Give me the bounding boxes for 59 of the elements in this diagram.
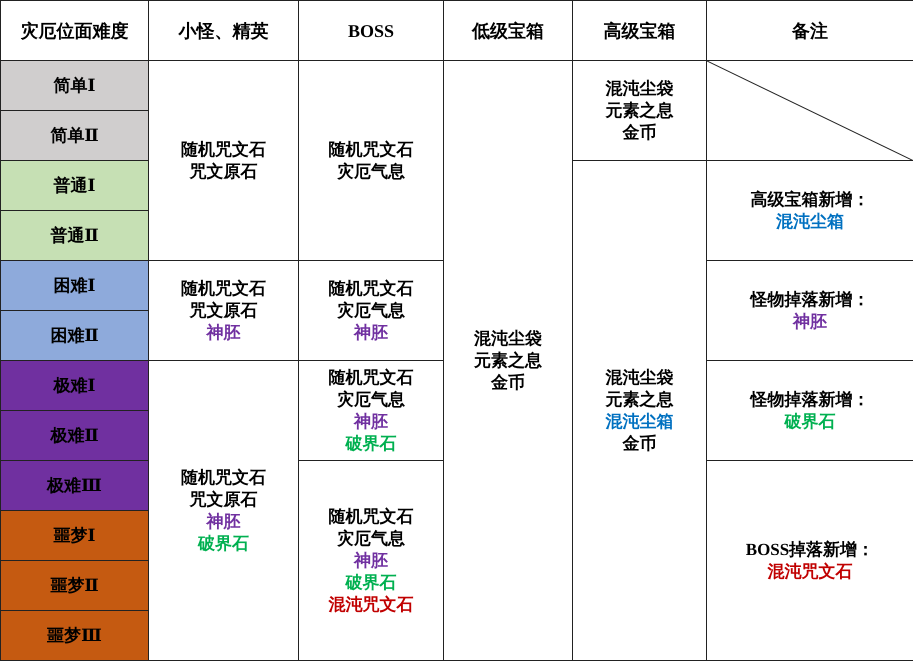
cell-text: 破界石 xyxy=(198,534,249,552)
row-header: 简单Ⅰ xyxy=(54,76,96,94)
cell-text: 灾厄气息 xyxy=(337,390,405,408)
row-header: 普通Ⅱ xyxy=(50,226,99,244)
cell-text: 金币 xyxy=(491,374,525,392)
cell-text: 随机咒文石 xyxy=(328,140,414,158)
column-header: 高级宝箱 xyxy=(604,22,676,40)
cell-text: 灾厄气息 xyxy=(337,302,405,320)
cell-text: 破界石 xyxy=(784,412,836,430)
row-header: 简单Ⅱ xyxy=(50,126,99,144)
row-header: 噩梦Ⅲ xyxy=(47,626,102,644)
cell-text: 随机咒文石 xyxy=(181,468,266,486)
cell-text: 混沌尘箱 xyxy=(776,212,844,230)
cell-text: 混沌尘袋 xyxy=(606,80,674,98)
cell-text: 元素之息 xyxy=(474,352,542,370)
row-header: 极难Ⅲ xyxy=(47,476,102,494)
cell-text: 混沌咒文石 xyxy=(328,596,414,614)
row-header: 极难Ⅰ xyxy=(54,376,96,394)
column-header: 灾厄位面难度 xyxy=(20,22,128,40)
cell-text: BOSS掉落新增： xyxy=(746,540,874,558)
cell-text: 咒文原石 xyxy=(190,302,258,320)
cell-text: 灾厄气息 xyxy=(337,530,405,548)
cell-text: 混沌尘袋 xyxy=(606,368,674,386)
cell-text: 混沌尘箱 xyxy=(606,412,674,430)
cell-text: 金币 xyxy=(622,434,656,452)
cell-text: 随机咒文石 xyxy=(181,140,266,158)
cell-text: 随机咒文石 xyxy=(328,508,414,526)
cell-text: 高级宝箱新增： xyxy=(750,190,870,208)
cell-text: 金币 xyxy=(622,124,656,142)
cell-text: 随机咒文石 xyxy=(328,280,414,298)
cell-text: 元素之息 xyxy=(606,390,674,408)
cell-text: 神胚 xyxy=(206,324,240,342)
column-header: 备注 xyxy=(792,22,828,40)
row-header: 困难Ⅰ xyxy=(54,276,96,294)
cell-text: 神胚 xyxy=(206,512,240,530)
cell-text: 元素之息 xyxy=(606,102,674,120)
cell-text: 神胚 xyxy=(793,312,827,330)
cell-text: 神胚 xyxy=(354,552,388,570)
cell-text: 随机咒文石 xyxy=(181,280,266,298)
cell-text: 怪物掉落新增： xyxy=(750,390,870,408)
cell-text: 神胚 xyxy=(354,324,388,342)
row-header: 困难Ⅱ xyxy=(50,326,99,344)
cell-text: 咒文原石 xyxy=(190,162,258,180)
row-header: 普通Ⅰ xyxy=(54,176,96,194)
cell-text: 神胚 xyxy=(354,412,388,430)
cell-text: 破界石 xyxy=(346,434,396,452)
cell-text: 随机咒文石 xyxy=(328,368,414,386)
cell-text: 咒文原石 xyxy=(190,490,258,508)
cell-text: 混沌尘袋 xyxy=(474,330,542,348)
column-header: 小怪、精英 xyxy=(178,22,268,40)
column-header: 低级宝箱 xyxy=(472,22,544,40)
row-header: 极难Ⅱ xyxy=(50,426,99,444)
column-header: BOSS xyxy=(348,22,394,40)
cell-text: 怪物掉落新增： xyxy=(750,290,870,308)
cell-text: 混沌咒文石 xyxy=(768,562,852,580)
cell-text: 灾厄气息 xyxy=(337,162,405,180)
row-header: 噩梦Ⅰ xyxy=(54,526,96,544)
cell-text: 破界石 xyxy=(346,574,396,592)
row-header: 噩梦Ⅱ xyxy=(50,576,99,594)
